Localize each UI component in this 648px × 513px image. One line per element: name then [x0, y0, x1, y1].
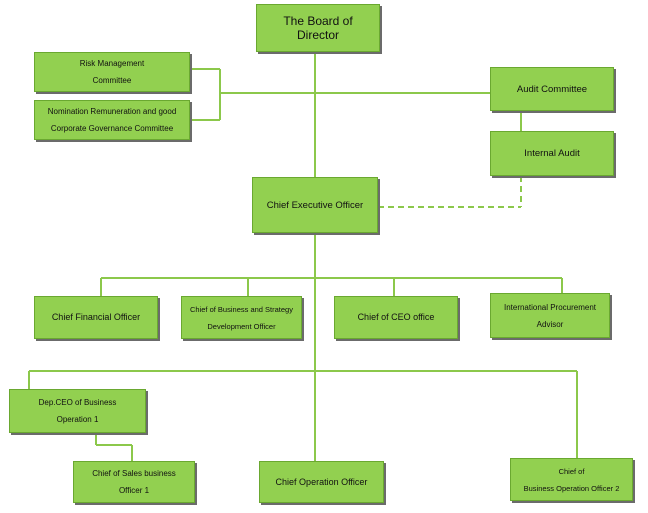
ceo-label: Chief Executive Officer [266, 199, 364, 211]
dep-ceo-box: Dep.CEO of Business Operation 1 [9, 389, 146, 433]
ceo-office-box: Chief of CEO office [334, 296, 458, 339]
procurement-box: International Procurement Advisor [490, 293, 610, 338]
board-label: The Board of Director [283, 14, 353, 42]
sales-line-1: Chief of Sales business [92, 469, 176, 478]
nomination-line-2: Corporate Governance Committee [50, 124, 174, 133]
sales-line-2: Officer 1 [118, 486, 150, 495]
procurement-line-2: Advisor [536, 319, 564, 329]
ceo-office-label: Chief of CEO office [357, 312, 435, 322]
business-op2-line-1: Chief of [558, 466, 585, 476]
cfo-box: Chief Financial Officer [34, 296, 158, 339]
internal-audit-label: Internal Audit [524, 148, 580, 159]
internal-audit-box: Internal Audit [490, 131, 614, 176]
ceo-box: Chief Executive Officer [252, 177, 378, 233]
procurement-line-1: International Procurement [503, 302, 597, 312]
operation-label: Chief Operation Officer [275, 476, 368, 487]
operation-officer-box: Chief Operation Officer [259, 461, 384, 503]
cfo-label: Chief Financial Officer [51, 312, 141, 322]
nomination-committee-box: Nomination Remuneration and good Corpora… [34, 100, 190, 140]
board-of-director-box: The Board of Director [256, 4, 380, 52]
sales-officer-box: Chief of Sales business Officer 1 [73, 461, 195, 503]
risk-line-1: Risk Management [79, 59, 145, 68]
risk-line-2: Committee [92, 76, 132, 85]
business-operation-2-box: Chief of Business Operation Officer 2 [510, 458, 633, 501]
dep-ceo-line-1: Dep.CEO of Business [38, 398, 117, 407]
business-strategy-box: Chief of Business and Strategy Developme… [181, 296, 302, 339]
dep-ceo-line-2: Operation 1 [56, 415, 99, 424]
business-op2-line-2: Business Operation Officer 2 [523, 483, 620, 493]
audit-committee-box: Audit Committee [490, 67, 614, 111]
business-strategy-line-1: Chief of Business and Strategy [190, 304, 293, 314]
nomination-line-1: Nomination Remuneration and good [47, 107, 177, 116]
business-strategy-line-2: Development Officer [207, 321, 276, 331]
risk-management-box: Risk Management Committee [34, 52, 190, 92]
audit-committee-label: Audit Committee [516, 83, 588, 95]
